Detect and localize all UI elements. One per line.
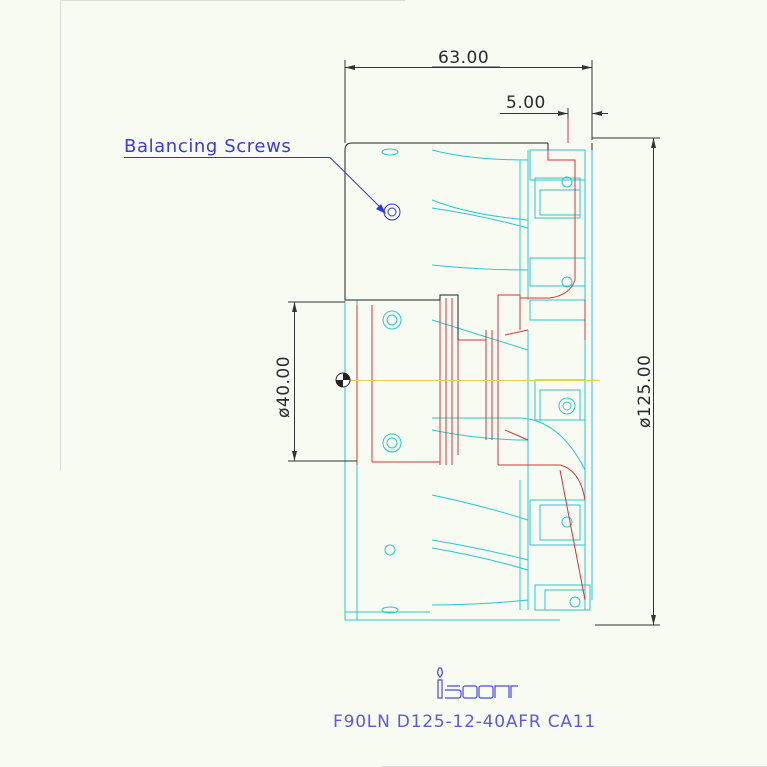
sheet-border: [60, 0, 767, 767]
section-lines: [356, 118, 586, 601]
balancing-screws-callout: Balancing Screws: [124, 136, 401, 221]
dimension-diameter: ø125.00: [592, 137, 660, 626]
iscar-logo: [437, 667, 518, 699]
cutter-body: [344, 142, 593, 621]
dimension-bore-label: ø40.00: [274, 356, 294, 418]
dimension-width-label: 63.00: [438, 48, 489, 68]
dimension-bore: ø40.00: [274, 301, 357, 462]
dimension-offset-label: 5.00: [506, 93, 546, 113]
model-designation: F90LN D125-12-40AFR CA11: [333, 712, 596, 732]
hub-outline: [345, 143, 593, 340]
dimension-width: 63.00: [344, 48, 593, 143]
callout-label: Balancing Screws: [124, 136, 291, 157]
center-mark-icon: [335, 372, 351, 388]
dimension-diameter-label: ø125.00: [635, 355, 655, 428]
dimension-offset: 5.00: [500, 93, 608, 118]
